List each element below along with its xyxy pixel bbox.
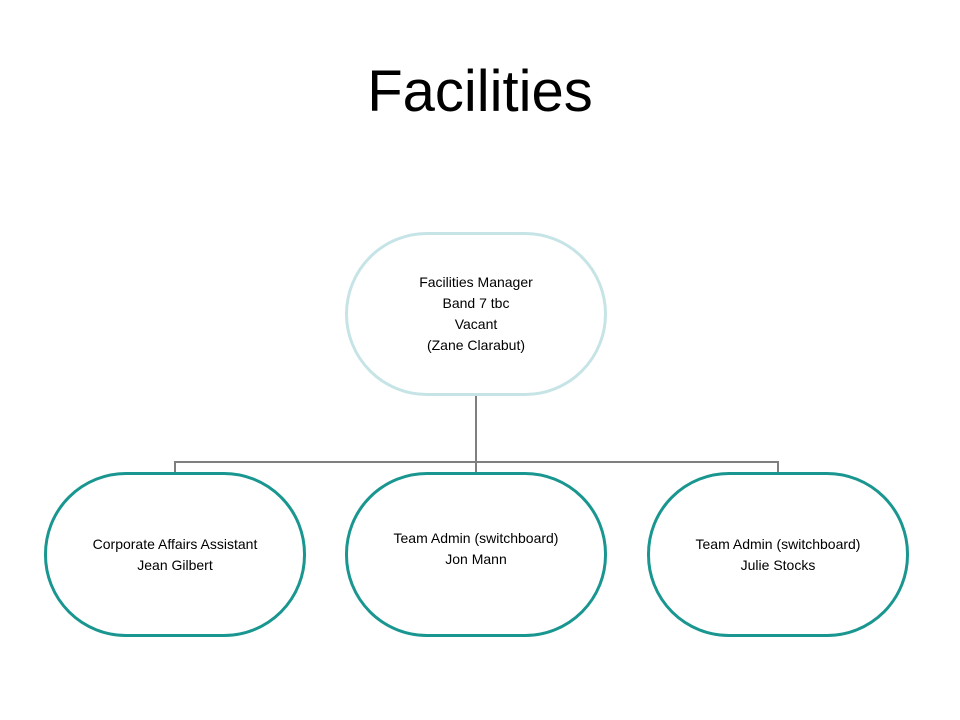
org-node-text: Team Admin (switchboard) Julie Stocks — [696, 534, 861, 576]
node-person: Jon Mann — [445, 550, 507, 567]
org-node-corporate-affairs-assistant: Corporate Affairs Assistant Jean Gilbert — [44, 472, 306, 637]
node-status: Vacant — [454, 316, 498, 332]
org-node-facilities-manager: Facilities Manager Band 7 tbc Vacant (Za… — [345, 232, 607, 396]
org-node-text: Corporate Affairs Assistant Jean Gilbert — [93, 534, 258, 576]
node-person: Jean Gilbert — [137, 556, 213, 573]
node-band: Band 7 tbc — [442, 295, 510, 311]
node-role: Team Admin (switchboard) — [695, 535, 861, 552]
org-node-text: Team Admin (switchboard) Jon Mann — [394, 528, 559, 570]
node-role: Team Admin (switchboard) — [393, 529, 559, 546]
org-node-team-admin-julie-stocks: Team Admin (switchboard) Julie Stocks — [647, 472, 909, 637]
node-person: (Zane Clarabut) — [426, 337, 526, 353]
node-role: Corporate Affairs Assistant — [92, 535, 258, 552]
node-role: Facilities Manager — [419, 274, 533, 290]
slide-title: Facilities — [367, 59, 593, 124]
org-node-text: Facilities Manager Band 7 tbc Vacant (Za… — [419, 272, 533, 356]
org-node-team-admin-jon-mann: Team Admin (switchboard) Jon Mann — [345, 472, 607, 637]
node-person: Julie Stocks — [740, 556, 816, 573]
